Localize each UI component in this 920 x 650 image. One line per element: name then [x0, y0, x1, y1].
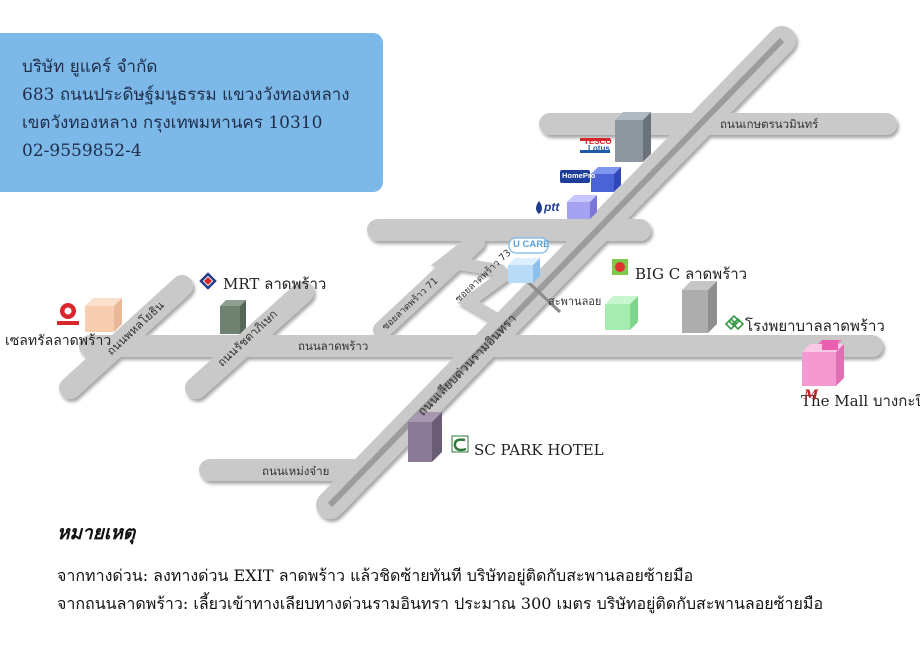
bigc-label: BIG C ลาดพร้าว — [635, 265, 748, 283]
lotus-logo-text: Lotus — [588, 144, 610, 153]
company-name: บริษัท ยูแคร์ จำกัด — [22, 57, 158, 77]
road-ratchada — [185, 281, 314, 399]
expressway-center — [327, 37, 785, 508]
hospital-logo-icon — [724, 314, 745, 331]
homepro-logo-text: HomePro — [562, 171, 596, 180]
ucare-logo-text: U CARE — [513, 239, 550, 250]
road-label-muang-chai: ถนนเหม่งจ๋าย — [262, 464, 330, 478]
company-info-box: บริษัท ยูแคร์ จำกัด 683 ถนนประดิษฐ์มนูธร… — [0, 33, 383, 192]
notes-title: หมายเหตุ — [57, 522, 136, 544]
mrt-label: MRT ลาดพร้าว — [223, 275, 327, 293]
mall-logo-text: M — [804, 388, 819, 403]
hospital-label: โรงพยาบาลลาดพร้าว — [745, 317, 885, 335]
road-label-soi71: ซอยลาดพร้าว 71 — [380, 276, 440, 333]
central-label: เซลทรัลลาดพร้าว — [5, 333, 112, 349]
road-label-ladprao: ถนนลาดพร้าว — [298, 339, 369, 353]
homepro-logo-icon — [560, 170, 590, 183]
pedestrian-bridge — [526, 280, 562, 314]
notes-line-ladprao: จากถนนลาดพร้าว: เลี้ยวเข้าทางเลียบทางด่ว… — [57, 594, 824, 613]
bridge-label: สะพานลอย — [548, 295, 602, 308]
sc-park-building — [408, 412, 442, 462]
notes-line-expressway: จากทางด่วน: ลงทางด่วน EXIT ลาดพร้าว แล้ว… — [57, 566, 694, 585]
tesco-logo-icon — [580, 138, 610, 153]
sc-park-label: SC PARK HOTEL — [474, 441, 604, 459]
bigc-building — [605, 296, 638, 330]
ptt-building — [567, 195, 597, 219]
central-logo-icon — [57, 303, 79, 325]
ptt-logo-icon — [536, 201, 542, 214]
road-label-kaset-nawamin: ถนนเกษตรนวมินทร์ — [720, 117, 819, 131]
mall-label: The Mall บางกะปิ — [801, 392, 920, 410]
central-building — [85, 298, 122, 332]
ucare-building — [508, 258, 540, 283]
notes-section: หมายเหตุ จากทางด่วน: ลงทางด่วน EXIT ลาดพ… — [57, 518, 823, 618]
company-address-line2: เขตวังทองหลาง กรุงเทพมหานคร 10310 — [22, 113, 323, 133]
company-phone: 02-9559852-4 — [22, 141, 142, 161]
mall-building — [802, 340, 844, 386]
tesco-building — [615, 112, 651, 162]
ptt-logo-text: ptt — [544, 200, 560, 214]
bigc-logo-icon — [612, 259, 628, 275]
ucare-logo-icon — [508, 237, 549, 254]
mrt-logo-icon — [199, 272, 217, 290]
road-soi73 — [457, 269, 511, 324]
road-phahon — [59, 275, 193, 399]
company-address-line1: 683 ถนนประดิษฐ์มนูธรรม แขวงวังทองหลาง — [22, 85, 350, 105]
hospital-building — [682, 281, 717, 333]
mrt-building — [220, 300, 246, 334]
homepro-building — [591, 167, 621, 192]
road-soi71-loop — [430, 238, 506, 276]
road-label-ramintra: ถนนเลียบด่วนรามอินทรา — [414, 311, 519, 419]
sc-park-logo-icon — [451, 435, 469, 453]
tesco-logo-text: TESCO — [584, 137, 612, 146]
